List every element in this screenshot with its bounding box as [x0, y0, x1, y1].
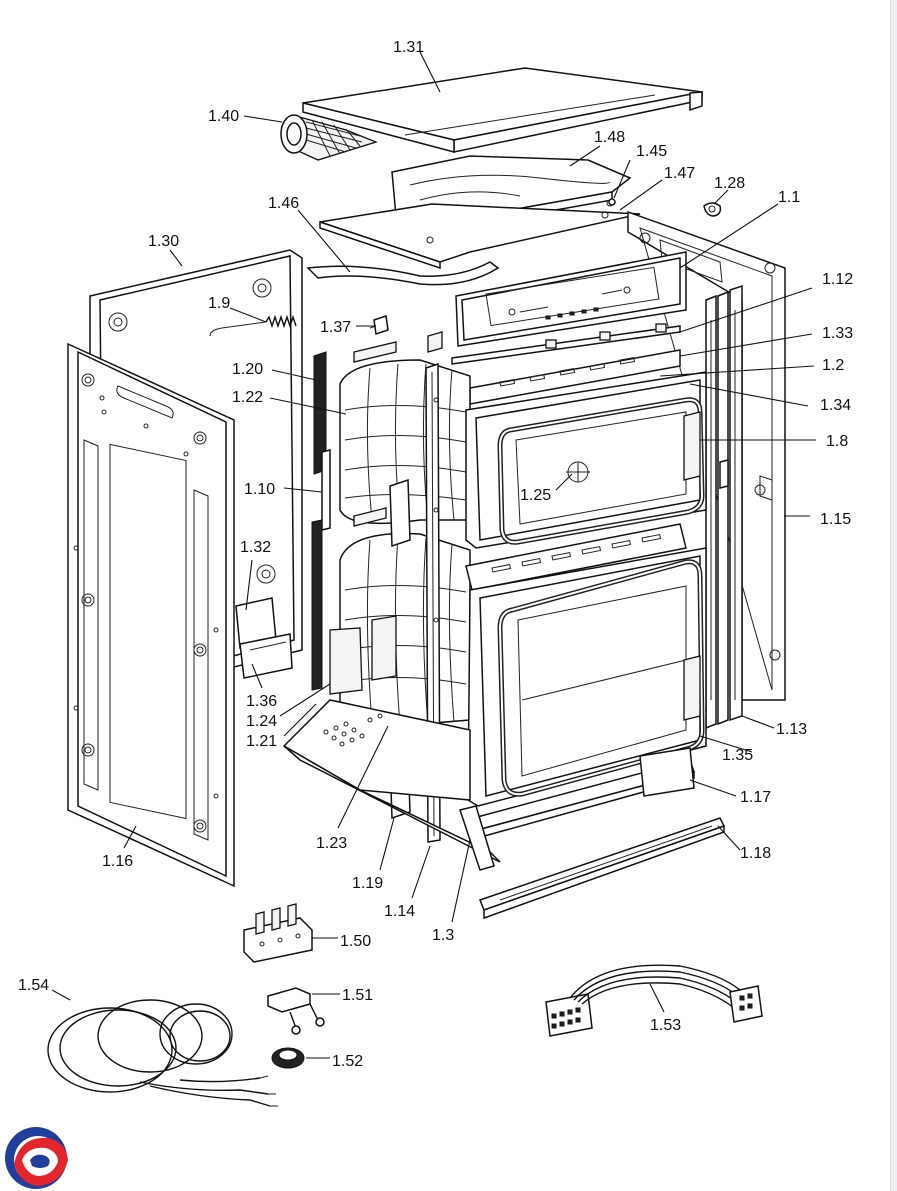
- part-spring: [209, 314, 297, 337]
- part-cable-coil: [47, 999, 278, 1107]
- label-1-46: 1.46: [268, 195, 299, 212]
- label-1-9: 1.9: [208, 295, 230, 312]
- label-1-33: 1.33: [822, 325, 853, 342]
- label-1-24: 1.24: [246, 713, 277, 730]
- label-1-25: 1.25: [520, 487, 551, 504]
- part-bottom-pan: [282, 699, 501, 863]
- label-1-23: 1.23: [316, 835, 347, 852]
- label-1-34: 1.34: [820, 397, 851, 414]
- label-1-3: 1.3: [432, 927, 454, 944]
- part-cable-clip: [703, 202, 722, 217]
- part-terminal-block: [243, 903, 313, 963]
- label-1-1: 1.1: [778, 189, 800, 206]
- leader-lines: [51, 51, 816, 1059]
- label-1-10: 1.10: [244, 481, 275, 498]
- label-1-14: 1.14: [384, 903, 415, 920]
- label-1-12: 1.12: [822, 271, 853, 288]
- brand-swirl-logo-icon: [5, 1127, 68, 1189]
- label-1-50: 1.50: [340, 933, 371, 950]
- label-1-53: 1.53: [650, 1017, 681, 1034]
- callout-labels: 1.31 1.40 1.48 1.45 1.47 1.28 1.1 1.46 1…: [18, 39, 853, 1070]
- label-1-37: 1.37: [320, 319, 351, 336]
- label-1-47: 1.47: [664, 165, 695, 182]
- part-front-left-panel: [67, 342, 235, 888]
- part-insulation-lower: [329, 532, 471, 729]
- label-1-8: 1.8: [826, 433, 848, 450]
- label-1-40: 1.40: [208, 108, 239, 125]
- part-screw: [608, 198, 616, 206]
- label-1-20: 1.20: [232, 361, 263, 378]
- part-front-rail-lower: [479, 817, 726, 920]
- part-top-cover: [302, 67, 703, 153]
- part-grommet: [271, 1047, 305, 1069]
- part-mount-bracket: [267, 987, 325, 1035]
- label-1-19: 1.19: [352, 875, 383, 892]
- label-1-45: 1.45: [636, 143, 667, 160]
- part-lower-frame: [459, 805, 495, 871]
- page-right-edge: [890, 0, 897, 1191]
- label-1-54: 1.54: [18, 977, 49, 994]
- part-side-rails: [705, 284, 743, 730]
- label-1-31: 1.31: [393, 39, 424, 56]
- part-wiring-harness: [545, 964, 763, 1037]
- part-insulation-strips: [311, 331, 443, 691]
- part-lower-cavity: [465, 523, 707, 807]
- label-1-51: 1.51: [342, 987, 373, 1004]
- part-control-panel: [455, 251, 687, 347]
- part-upper-cavity: [465, 371, 707, 549]
- label-1-28: 1.28: [714, 175, 745, 192]
- label-1-17: 1.17: [740, 789, 771, 806]
- label-1-2: 1.2: [822, 357, 844, 374]
- part-cooling-fan: [280, 114, 378, 161]
- label-1-22: 1.22: [232, 389, 263, 406]
- label-1-48: 1.48: [594, 129, 625, 146]
- label-1-36: 1.36: [246, 693, 277, 710]
- label-1-15: 1.15: [820, 511, 851, 528]
- part-clip: [369, 315, 389, 335]
- label-1-16: 1.16: [102, 853, 133, 870]
- label-1-35: 1.35: [722, 747, 753, 764]
- label-1-52: 1.52: [332, 1053, 363, 1070]
- label-1-13: 1.13: [776, 721, 807, 738]
- label-1-21: 1.21: [246, 733, 277, 750]
- part-top-plate: [306, 203, 641, 286]
- label-1-18: 1.18: [740, 845, 771, 862]
- label-1-30: 1.30: [148, 233, 179, 250]
- label-1-32: 1.32: [240, 539, 271, 556]
